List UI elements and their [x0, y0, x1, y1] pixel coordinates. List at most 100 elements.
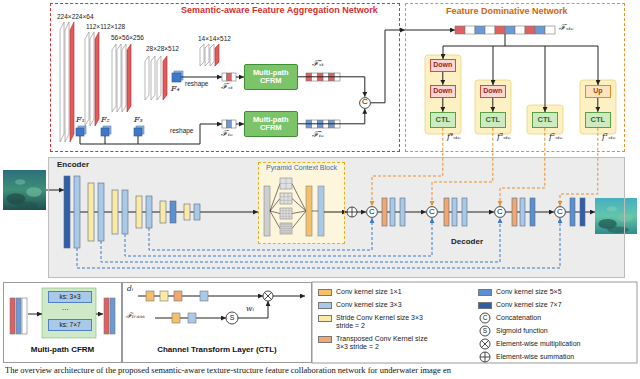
token-bar [231, 120, 236, 128]
text-anchor: Semantic-aware Feature Aggregation Netwo… [181, 6, 378, 16]
token-stack [110, 298, 115, 334]
legend-swatch [478, 302, 492, 309]
backbone-layer [95, 32, 99, 126]
pyramid-grid-line [280, 223, 292, 234]
token-bar [485, 26, 495, 34]
pyramid-grid-line [280, 208, 292, 219]
pyramid-branch [292, 199, 306, 212]
flow-arrow [236, 77, 244, 78]
text-anchor: Concatenation [496, 314, 541, 322]
text-anchor: Encoder [57, 161, 89, 170]
conv-layer [382, 198, 387, 226]
conv-layer [580, 198, 585, 226]
connector [442, 72, 443, 85]
connector [442, 98, 443, 112]
text-anchor: 14×14×512 [198, 35, 231, 42]
node-text: Feature Dominative Network [446, 7, 568, 17]
flow-arrow [236, 124, 244, 125]
label: 224×224×64 [57, 13, 94, 20]
pyramid-block: Pyramid Context Block [258, 162, 345, 244]
node-text: CTL [591, 116, 606, 124]
text-anchor: F₃ [134, 116, 143, 125]
column-panel [425, 55, 461, 134]
backbone-layer [65, 22, 69, 142]
token-bar [227, 73, 232, 81]
conv-layer [122, 190, 128, 234]
label: 28×28×512 [146, 45, 179, 52]
math-label: wᵢ [246, 305, 254, 313]
multiplication-cross [264, 292, 271, 299]
flow-arrow [405, 30, 455, 31]
column-panel [580, 80, 616, 134]
text-anchor: Stride Conv Kernel size 3×3 stride = 2 [336, 314, 431, 329]
text-anchor: reshape [185, 80, 209, 87]
text-anchor: 112×112×128 [86, 23, 125, 30]
multiplication-cross [481, 340, 488, 347]
text-anchor: F₄ [171, 85, 180, 94]
flow-arrow [324, 212, 347, 213]
summation-cross [347, 207, 357, 217]
encoder-decoder-band: EncoderDecoderPyramid Context BlockCCCC [48, 157, 625, 278]
bus-line [138, 136, 139, 144]
legend-text: Conv kernel size 3×3 [336, 301, 402, 309]
feature-map [76, 128, 84, 136]
rock [607, 226, 629, 232]
node-text: Down [433, 61, 452, 69]
legend-text: Conv kernel size 7×7 [496, 301, 562, 309]
node-text: Semantic-aware Feature Aggregation Netwo… [181, 6, 378, 16]
legend-text: Element-wise summation [496, 353, 574, 361]
text-anchor: Conv kernel size 5×5 [496, 288, 562, 296]
pyramid-grid-line [280, 178, 292, 189]
math-label: F₂ [101, 116, 110, 125]
legend-swatch [318, 289, 332, 296]
pyramid-grid [280, 193, 292, 204]
conv-layer [444, 198, 449, 226]
conv-layer [462, 198, 467, 226]
math-label: ℱₛₜ [221, 83, 233, 92]
backbone-layer [200, 44, 204, 66]
feature-map [134, 128, 142, 136]
text-anchor: 28×28×512 [146, 45, 179, 52]
pyramid-grid-line [280, 223, 292, 234]
math-label: F₁ [76, 116, 85, 125]
backbone-layer [112, 44, 116, 112]
label: 56×56×256 [111, 34, 144, 41]
text-anchor: ℱ̂ₛₜ [312, 60, 324, 69]
node-text: Pyramid Context Block [266, 164, 337, 172]
ctl-block: CTL [532, 112, 558, 128]
pyramid-grid [280, 223, 292, 234]
circle-shape [367, 207, 378, 218]
column-panel [475, 80, 511, 134]
node-text: ks: 3×3 [59, 293, 80, 300]
token-stack [22, 298, 27, 334]
connector [432, 128, 493, 206]
node-text: C [369, 208, 375, 217]
text-anchor: f²ₛₜₑ [549, 133, 563, 142]
text-anchor: Conv kernel size 7×7 [496, 301, 562, 309]
conv-layer [136, 196, 142, 228]
pyramid-grid-line [280, 193, 292, 204]
math-label: F₄ [171, 85, 180, 94]
output-image [595, 198, 637, 234]
circle-shape [427, 207, 438, 218]
node-text: Up [593, 87, 602, 95]
ctl-block: CTL [480, 112, 506, 128]
text-anchor: f¹ₛₜₑ [602, 133, 616, 142]
skip-connection [149, 218, 372, 250]
branch-line [505, 34, 506, 46]
summation-symbol [480, 352, 490, 362]
text-anchor: ℱₛₜ [221, 83, 233, 92]
pyramid-grid-line [280, 223, 292, 234]
node-text: CTL [538, 116, 553, 124]
input-image [3, 170, 46, 210]
token-bar [545, 26, 555, 34]
legend-swatch [318, 336, 332, 343]
label: S [483, 327, 487, 334]
legend-frame [312, 282, 637, 363]
text-anchor: ℱₜₑ [221, 130, 233, 139]
node-text: Multi-path CFRM [246, 69, 296, 86]
token-stack [10, 298, 15, 334]
conv-layer [520, 198, 525, 226]
token-bar [525, 26, 535, 34]
